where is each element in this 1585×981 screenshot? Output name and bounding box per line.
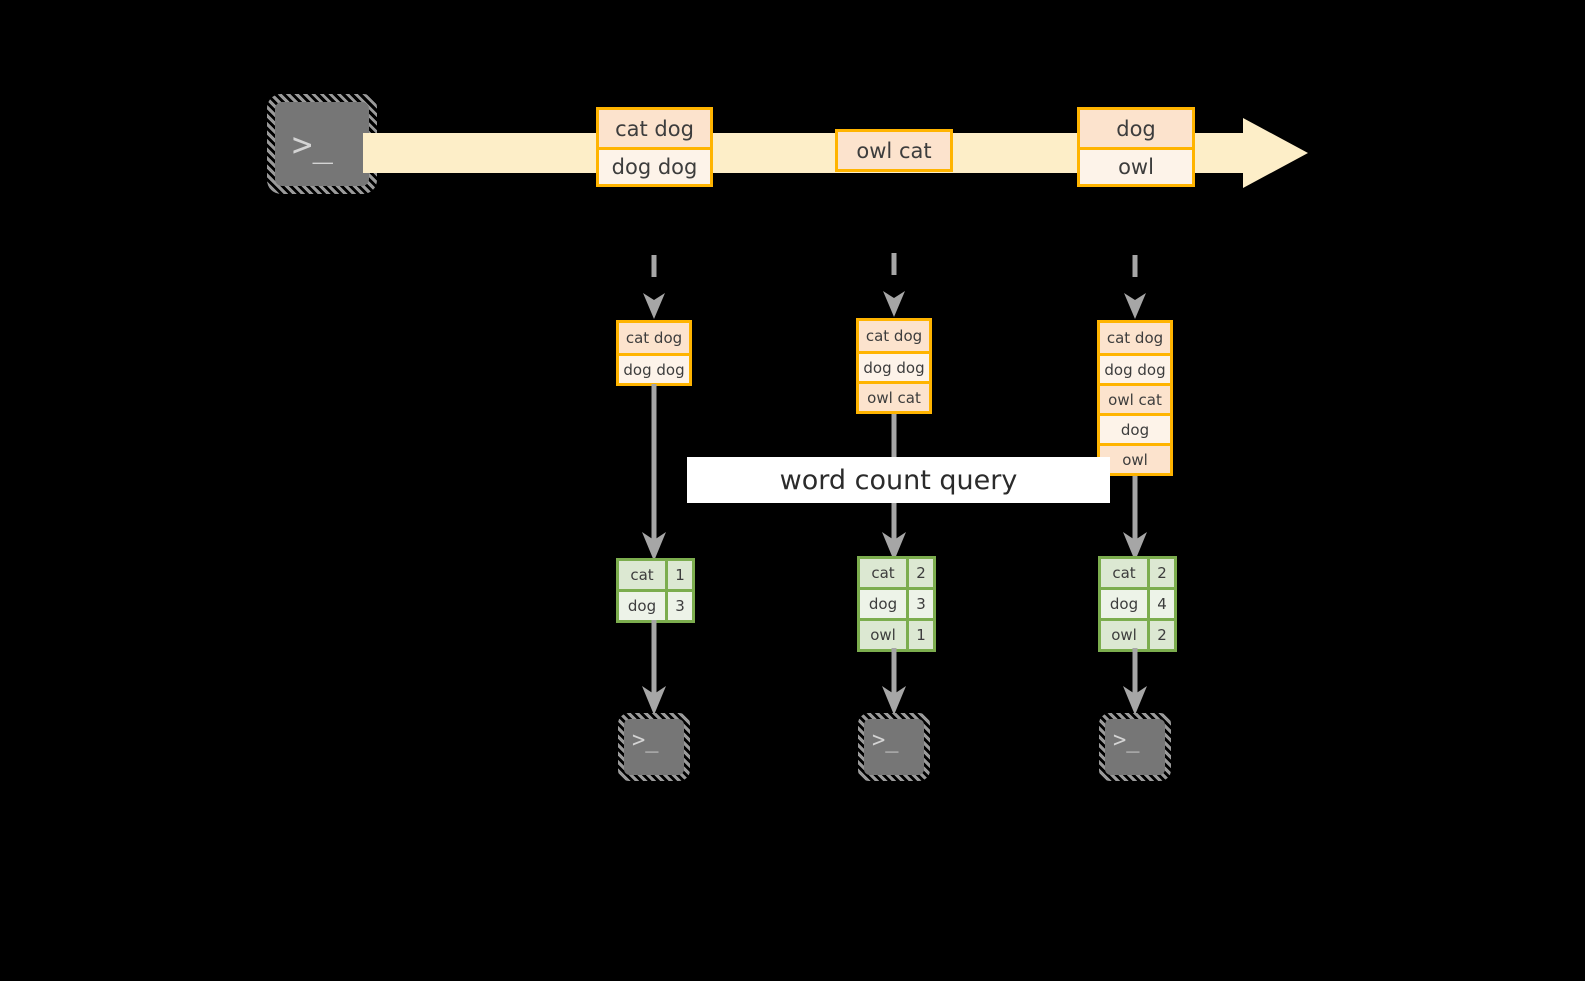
record-row: owl cat xyxy=(838,132,950,169)
result-value: 3 xyxy=(906,590,933,618)
terminal-screen xyxy=(624,719,684,775)
result-value: 2 xyxy=(1147,621,1174,649)
result-key: owl xyxy=(1101,621,1147,649)
stream-batch-3: dog owl xyxy=(1077,107,1195,187)
arrow-down-query-stage-3 xyxy=(1120,476,1150,562)
record-row: cat dog xyxy=(619,323,689,353)
result-key: cat xyxy=(860,559,906,587)
result-value: 1 xyxy=(906,621,933,649)
table-row: dog 3 xyxy=(619,589,692,620)
terminal-screen xyxy=(275,102,369,186)
result-value: 3 xyxy=(665,592,692,620)
arrow-down-query-stage-1 xyxy=(639,384,669,562)
record-row: owl xyxy=(1100,443,1170,473)
prompt-glyph: >_ xyxy=(292,125,333,165)
table-row: owl 2 xyxy=(1101,618,1174,649)
result-value: 4 xyxy=(1147,590,1174,618)
record-row: cat dog xyxy=(599,110,710,147)
terminal-screen xyxy=(864,719,924,775)
stream-batch-2: owl cat xyxy=(835,129,953,172)
result-value: 2 xyxy=(1147,559,1174,587)
terminal-icon-sink-stage-2: >_ xyxy=(858,713,930,781)
stage-2-input-stack: cat dog dog dog owl cat xyxy=(856,318,932,414)
record-row: cat dog xyxy=(859,321,929,351)
record-row: dog xyxy=(1100,413,1170,443)
dashed-arrow-down-stage-2 xyxy=(879,253,909,318)
table-row: cat 1 xyxy=(619,561,692,589)
record-row: owl cat xyxy=(1100,383,1170,413)
prompt-glyph: >_ xyxy=(1113,728,1140,753)
record-row: cat dog xyxy=(1100,323,1170,353)
dashed-arrow-down-stage-1 xyxy=(639,255,669,320)
query-label-banner: word count query xyxy=(687,457,1110,503)
stage-3-result-table: cat 2 dog 4 owl 2 xyxy=(1098,556,1177,652)
result-key: dog xyxy=(860,590,906,618)
result-value: 2 xyxy=(906,559,933,587)
table-row: dog 4 xyxy=(1101,587,1174,618)
prompt-glyph: >_ xyxy=(632,728,659,753)
terminal-screen xyxy=(1105,719,1165,775)
stage-3-input-stack: cat dog dog dog owl cat dog owl xyxy=(1097,320,1173,476)
dashed-arrow-down-stage-3 xyxy=(1120,255,1150,320)
result-key: dog xyxy=(1101,590,1147,618)
arrow-down-sink-stage-3 xyxy=(1120,648,1150,716)
terminal-icon-sink-stage-3: >_ xyxy=(1099,713,1171,781)
record-row: owl cat xyxy=(859,381,929,411)
record-row: dog dog xyxy=(1100,353,1170,383)
table-row: dog 3 xyxy=(860,587,933,618)
record-row: dog dog xyxy=(599,147,710,184)
record-row: dog dog xyxy=(619,353,689,383)
record-row: owl xyxy=(1080,147,1192,184)
table-row: cat 2 xyxy=(1101,559,1174,587)
terminal-icon-sink-stage-1: >_ xyxy=(618,713,690,781)
result-key: cat xyxy=(1101,559,1147,587)
result-key: cat xyxy=(619,561,665,589)
result-key: owl xyxy=(860,621,906,649)
stream-batch-1: cat dog dog dog xyxy=(596,107,713,187)
prompt-glyph: >_ xyxy=(872,728,899,753)
stage-1-input-stack: cat dog dog dog xyxy=(616,320,692,386)
result-key: dog xyxy=(619,592,665,620)
query-label-text: word count query xyxy=(779,464,1018,496)
record-row: dog dog xyxy=(859,351,929,381)
arrow-down-sink-stage-2 xyxy=(879,648,909,716)
result-value: 1 xyxy=(665,561,692,589)
terminal-icon-source: >_ xyxy=(267,94,377,194)
stage-2-result-table: cat 2 dog 3 owl 1 xyxy=(857,556,936,652)
arrow-down-sink-stage-1 xyxy=(639,620,669,716)
table-row: owl 1 xyxy=(860,618,933,649)
record-row: dog xyxy=(1080,110,1192,147)
table-row: cat 2 xyxy=(860,559,933,587)
stage-1-result-table: cat 1 dog 3 xyxy=(616,558,695,623)
